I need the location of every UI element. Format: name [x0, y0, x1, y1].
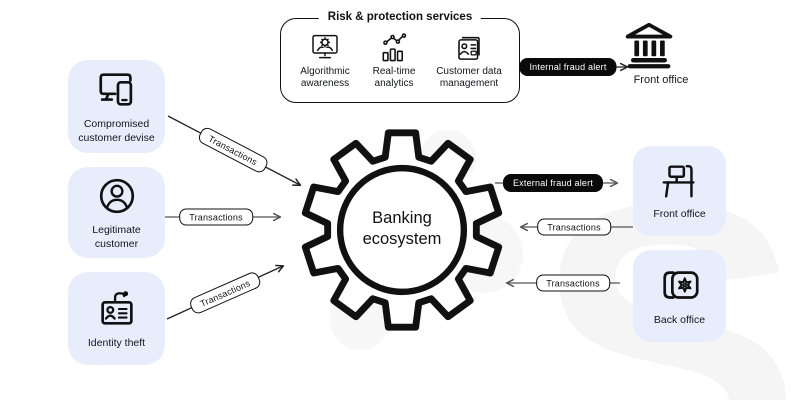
node-compromised-customer-device: Compromised customer devise	[68, 60, 165, 153]
person-icon	[94, 174, 140, 218]
risk-panel-title: Risk & protection services	[318, 11, 482, 23]
banking-ecosystem-gear	[292, 120, 512, 340]
risk-item-label: Customer data management	[436, 66, 502, 89]
internal-fraud-alert-pill: Internal fraud alert	[519, 58, 617, 76]
desk-icon	[658, 160, 702, 202]
transactions-label-pill: Transactions	[179, 208, 253, 226]
node-legitimate-customer: Legitimate customer	[68, 167, 165, 258]
transactions-label-pill: Transactions	[537, 218, 611, 236]
risk-item-label: Real-time analytics	[372, 66, 416, 89]
node-front-office-desk: Front office	[633, 146, 726, 236]
risk-protection-panel: Risk & protection services Algorithmic a…	[280, 11, 520, 103]
folder-gear-icon	[657, 264, 703, 308]
analytics-chart-icon	[378, 32, 410, 62]
node-label: Legitimate customer	[92, 224, 141, 250]
transactions-label-pill: Transactions	[196, 125, 270, 175]
risk-item-customer-data: Customer data management	[427, 32, 511, 90]
risk-item-label: Algorithmic awareness	[300, 66, 350, 89]
gear-icon	[301, 129, 503, 331]
node-label: Front office	[633, 74, 689, 86]
node-label: Identity theft	[87, 336, 146, 349]
monitor-gear-icon	[309, 32, 341, 62]
risk-item-realtime-analytics: Real-time analytics	[365, 32, 423, 90]
node-label: Front office	[653, 208, 706, 221]
bank-icon	[622, 20, 700, 70]
node-identity-theft: Identity theft	[68, 272, 165, 365]
customer-data-icon	[453, 32, 485, 62]
transactions-label-pill: Transactions	[536, 274, 610, 292]
banking-ecosystem-label: Banking ecosystem	[362, 209, 442, 249]
node-label: Compromised customer devise	[78, 118, 155, 144]
node-back-office: Back office	[633, 250, 726, 342]
node-front-office-bank: Front office	[622, 20, 700, 86]
id-card-hook-icon	[94, 287, 140, 331]
transactions-label-pill: Transactions	[187, 270, 263, 316]
node-label: Back office	[653, 314, 706, 327]
risk-item-algorithmic-awareness: Algorithmic awareness	[289, 32, 361, 90]
external-fraud-alert-pill: External fraud alert	[502, 174, 604, 192]
devices-icon	[94, 68, 140, 112]
